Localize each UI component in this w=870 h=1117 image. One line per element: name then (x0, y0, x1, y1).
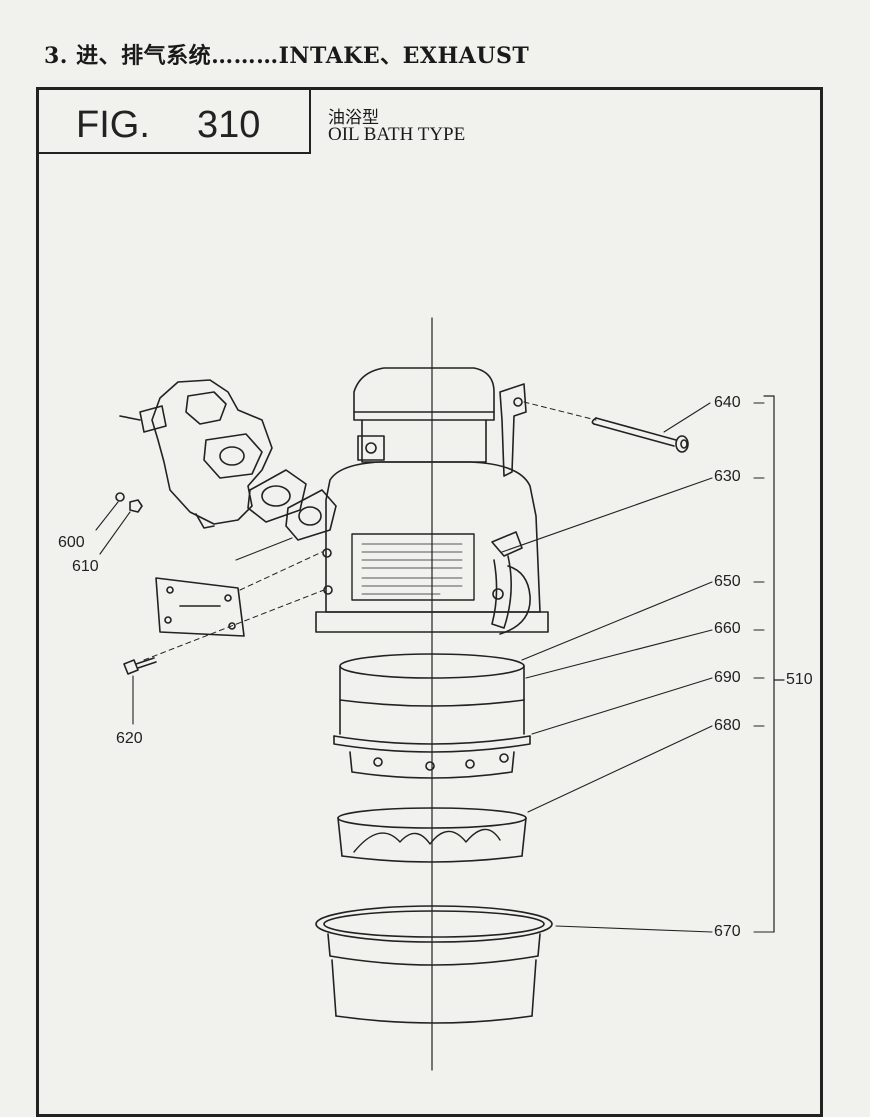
leader-line (555, 925, 713, 933)
section-title: 3. 进、排气系统………INTAKE、EXHAUST (44, 43, 530, 69)
figure-label: FIG. (76, 104, 150, 146)
leader-line (663, 402, 711, 433)
leader-line (531, 677, 713, 735)
callout-640: 640 (714, 394, 741, 411)
baffle-part (337, 807, 527, 863)
assembly-line (523, 401, 597, 421)
callout-650: 650 (714, 573, 741, 590)
assembly-line (143, 589, 325, 661)
figure-type-cn: 油浴型 (328, 108, 379, 128)
oil-pan-part (315, 905, 553, 1024)
mounting-bracket-part (155, 577, 245, 637)
filter-element-part (333, 653, 531, 779)
leader-line (527, 725, 713, 813)
leader-line (521, 581, 713, 661)
leader-line (95, 501, 119, 531)
assembly-bracket-510 (763, 395, 775, 933)
gasket-part (247, 469, 337, 541)
callout-620: 620 (116, 730, 143, 747)
callout-660: 660 (714, 620, 741, 637)
figure-type-en: OIL BATH TYPE (328, 124, 466, 145)
callout-600: 600 (58, 534, 85, 551)
leader-line (501, 477, 713, 553)
bolt-620-part (123, 657, 157, 675)
leader-line (99, 511, 131, 555)
callout-630: 630 (714, 468, 741, 485)
callout-610: 610 (72, 558, 99, 575)
callout-510: 510 (786, 671, 813, 688)
leader-line (525, 629, 713, 679)
assembly-line (239, 551, 323, 591)
carburetor-part (119, 379, 273, 529)
figure-number: 310 (197, 104, 261, 146)
callout-690: 690 (714, 669, 741, 686)
callout-670: 670 (714, 923, 741, 940)
washer-600-part (115, 492, 125, 502)
air-filter-housing (315, 367, 549, 635)
figure-label-box (36, 87, 311, 154)
callout-680: 680 (714, 717, 741, 734)
leader-line (235, 537, 293, 561)
bolt-640-part (591, 417, 689, 453)
nut-610-part (129, 499, 143, 513)
